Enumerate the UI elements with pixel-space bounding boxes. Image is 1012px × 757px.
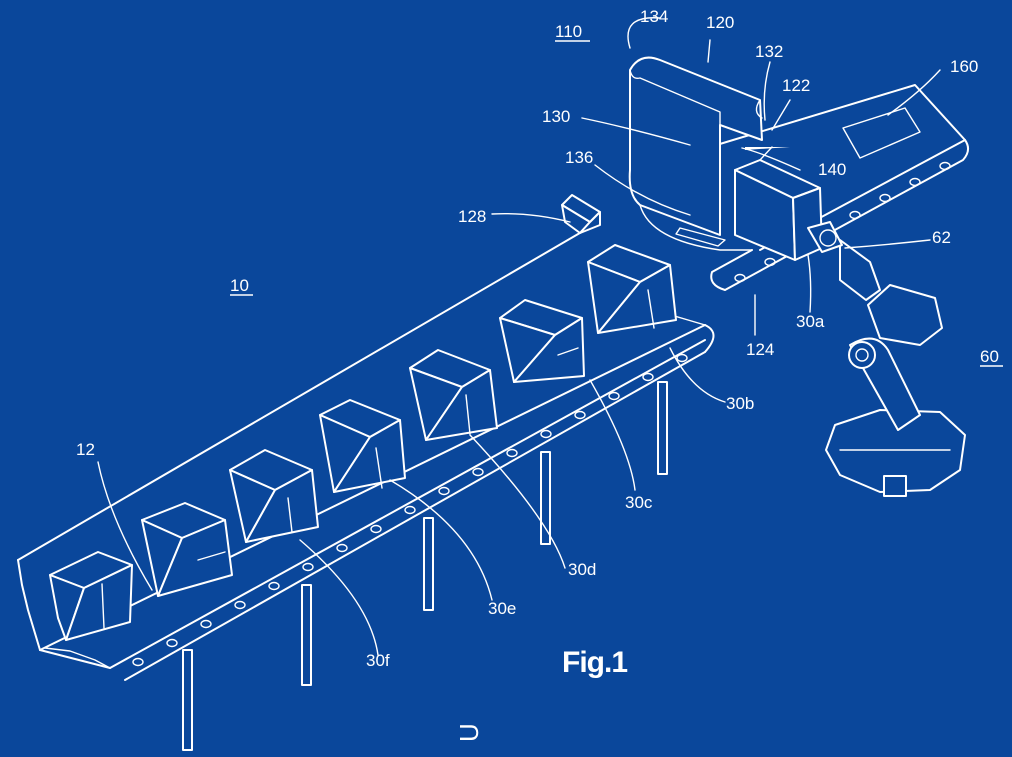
container-30a xyxy=(587,244,677,334)
figure-title: Fig.1 xyxy=(562,646,627,679)
label-30d: 30d xyxy=(568,560,596,579)
robot-60 xyxy=(807,221,966,497)
container-30e xyxy=(141,502,233,597)
label-30f: 30f xyxy=(366,651,390,670)
second-conveyor xyxy=(699,84,969,291)
container-30f xyxy=(49,551,133,641)
label-130: 130 xyxy=(542,107,570,126)
label-122: 122 xyxy=(782,76,810,95)
container-30c2 xyxy=(409,349,498,441)
label-160: 160 xyxy=(950,57,978,76)
label-136: 136 xyxy=(565,148,593,167)
sensor-128 xyxy=(561,194,601,234)
label-134: 134 xyxy=(640,7,668,26)
label-30e: 30e xyxy=(488,599,516,618)
label-128: 128 xyxy=(458,207,486,226)
label-124: 124 xyxy=(746,340,774,359)
label-30b: 30b xyxy=(726,394,754,413)
edge-glyph: U xyxy=(454,723,484,742)
label-12: 12 xyxy=(76,440,95,459)
label-10: 10 xyxy=(230,276,249,295)
label-132: 132 xyxy=(755,42,783,61)
label-62: 62 xyxy=(932,228,951,247)
leader-lines xyxy=(97,17,941,656)
label-30a: 30a xyxy=(796,312,825,331)
conveyor-legs xyxy=(182,381,668,751)
label-30c: 30c xyxy=(625,493,653,512)
label-140: 140 xyxy=(818,160,846,179)
container-30b xyxy=(499,299,585,383)
container-30c xyxy=(319,399,406,493)
label-60: 60 xyxy=(980,347,999,366)
main-conveyor xyxy=(17,229,715,681)
label-110: 110 xyxy=(555,22,582,41)
conveyor-rollers xyxy=(132,353,688,667)
container-30d xyxy=(229,449,319,543)
dispenser-120 xyxy=(628,56,823,261)
label-120: 120 xyxy=(706,13,734,32)
